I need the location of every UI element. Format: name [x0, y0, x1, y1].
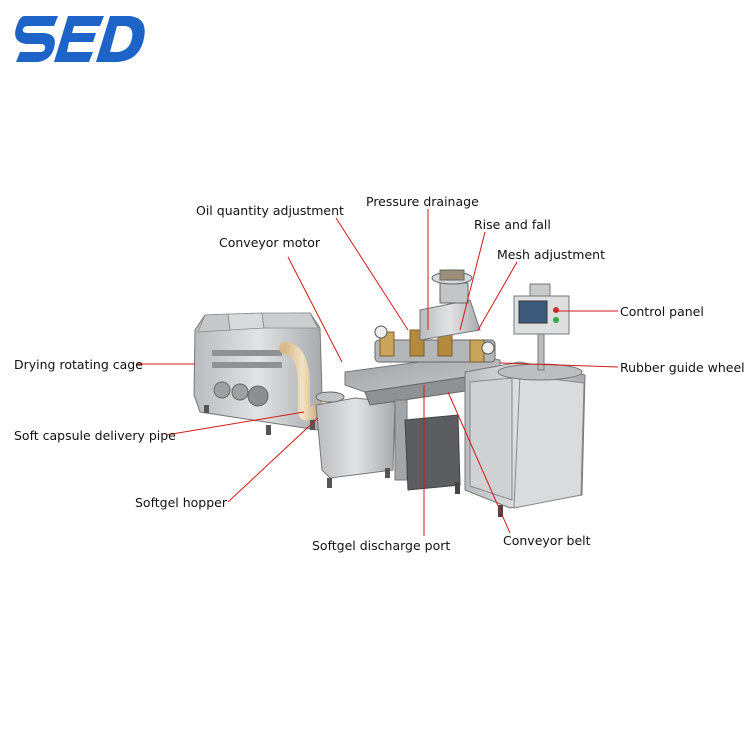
leader-conveyor-motor: [287, 256, 343, 363]
label-rubber-guide-wheel: Rubber guide wheel: [620, 360, 745, 375]
softgel-hopper-shape: [315, 391, 396, 488]
label-mesh-adjustment: Mesh adjustment: [497, 247, 605, 262]
control-cabinet-shape: [455, 361, 586, 517]
logo-letterforms: [15, 16, 145, 62]
label-oil-quantity-adjustment: Oil quantity adjustment: [196, 203, 344, 218]
label-conveyor-belt: Conveyor belt: [503, 533, 591, 548]
leader-oil-quantity-adjustment: [335, 217, 409, 331]
leader-rubber-guide-wheel: [499, 362, 619, 368]
leader-rise-and-fall: [459, 231, 486, 331]
label-soft-capsule-delivery-pipe: Soft capsule delivery pipe: [14, 428, 176, 443]
label-rise-and-fall: Rise and fall: [474, 217, 551, 232]
leader-soft-capsule-delivery-pipe: [165, 411, 305, 436]
label-softgel-discharge-port: Softgel discharge port: [312, 538, 451, 553]
soft-capsule-delivery-pipe-shape: [279, 342, 326, 421]
label-control-panel: Control panel: [620, 304, 704, 319]
leader-mesh-adjustment: [477, 261, 518, 331]
label-drying-rotating-cage: Drying rotating cage: [14, 357, 143, 372]
label-conveyor-motor: Conveyor motor: [219, 235, 321, 250]
label-softgel-hopper: Softgel hopper: [135, 495, 228, 510]
label-pressure-drainage: Pressure drainage: [366, 194, 479, 209]
sed-logo: [15, 16, 145, 62]
leader-softgel-hopper: [227, 417, 319, 503]
leader-conveyor-belt: [447, 391, 511, 534]
